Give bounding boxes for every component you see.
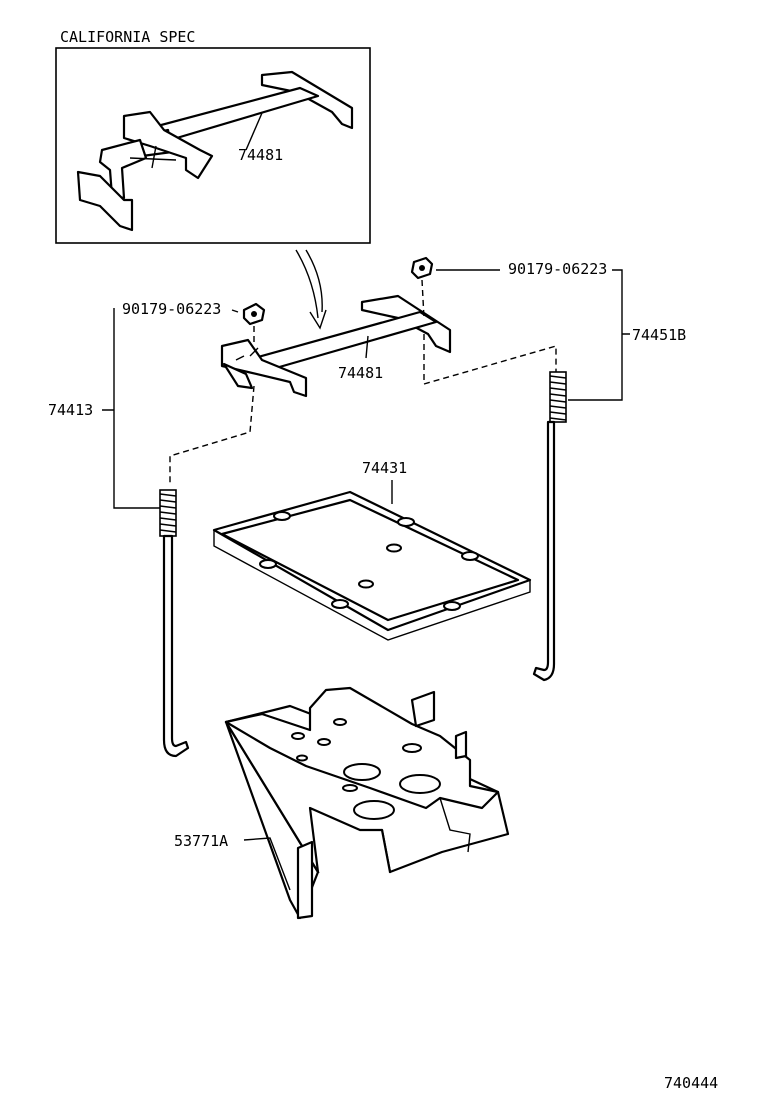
nut-left-leader [231,309,239,313]
tray-label: 74431 [362,459,407,477]
carrier-label: 53771A [174,832,228,850]
tray-drawing [212,490,532,641]
nut-right-label: 90179-06223 [508,260,607,278]
figure-code: 740444 [664,1074,718,1092]
rod-left-drawing [102,308,190,758]
inset-clamp-drawing [76,70,354,232]
carrier-leader [243,837,291,891]
carrier-drawing [224,686,510,920]
clamp-label: 74481 [338,364,383,382]
inset-part-number-label: 74481 [238,146,283,164]
rod-left-label: 74413 [48,401,93,419]
rod-right-label: 74451B [632,326,686,344]
inset-title: CALIFORNIA SPEC [60,28,195,46]
clamp-leader [365,335,369,359]
nut-left-label: 90179-06223 [122,300,221,318]
inset-frame [55,47,371,244]
nut-right-drawing [410,256,557,385]
inset-arrow-icon [295,249,327,330]
rod-right-drawing [532,269,630,682]
clamp-drawing [220,294,452,398]
nut-left-drawing [169,302,266,486]
